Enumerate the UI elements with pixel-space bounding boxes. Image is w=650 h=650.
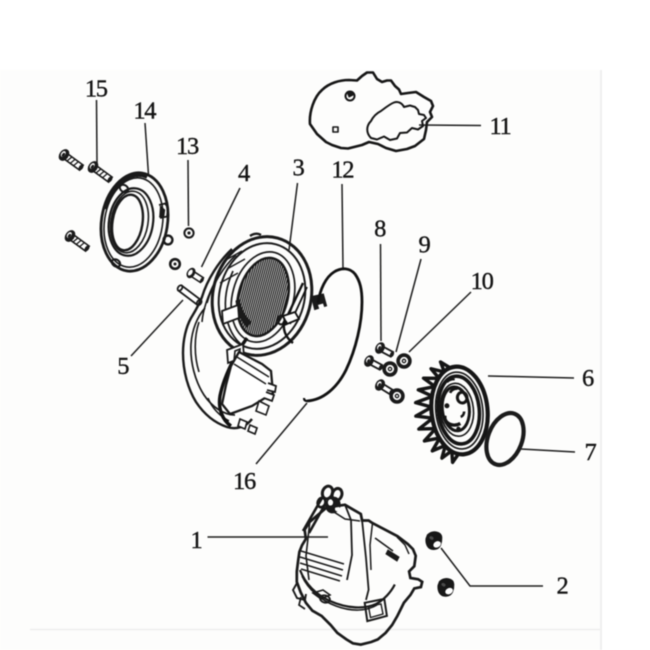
svg-text:9: 9 [419,232,431,259]
svg-text:5: 5 [117,353,129,380]
svg-text:15: 15 [85,76,108,103]
svg-text:7: 7 [585,439,597,466]
svg-text:2: 2 [557,573,568,600]
svg-text:3: 3 [293,155,305,182]
svg-text:12: 12 [331,157,353,184]
svg-text:1: 1 [191,527,202,554]
svg-text:6: 6 [582,365,594,392]
svg-text:14: 14 [133,98,156,125]
svg-text:11: 11 [490,113,511,140]
svg-text:8: 8 [374,216,386,243]
svg-text:13: 13 [176,133,199,160]
svg-text:10: 10 [471,268,494,295]
svg-text:4: 4 [238,160,250,187]
svg-text:16: 16 [233,468,256,495]
